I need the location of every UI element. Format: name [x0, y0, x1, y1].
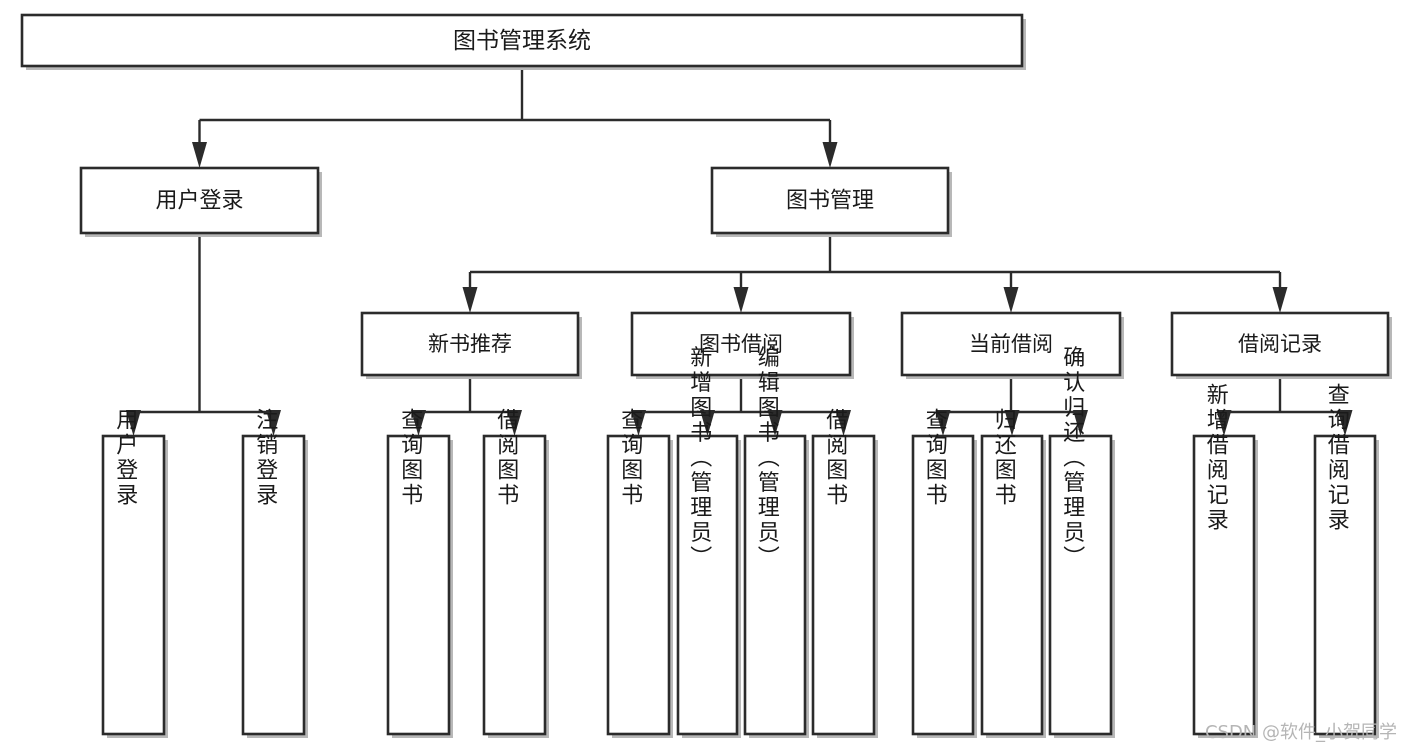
node-box-leaf-borrow-book-1[interactable]: [482, 434, 547, 736]
node-label-leaf-add-record: 新增借阅记录: [1203, 383, 1229, 533]
node-box-book-manage[interactable]: [710, 166, 950, 235]
edge-to-leaf-query-book-3-arrowhead: [935, 410, 951, 436]
node-label-current-borrow: 当前借阅: [969, 332, 1053, 356]
node-leaf-confirm-return[interactable]: 确认归还（管理员）: [1048, 346, 1115, 739]
node-box-leaf-edit-book[interactable]: [743, 434, 807, 736]
edge-to-leaf-return-book-arrowhead: [1004, 410, 1020, 436]
node-new-book-recommend[interactable]: 新书推荐: [360, 311, 582, 379]
node-box-leaf-confirm-return[interactable]: [1048, 434, 1113, 736]
node-box-leaf-query-book-2[interactable]: [606, 434, 671, 736]
node-leaf-edit-book[interactable]: 编辑图书（管理员）: [743, 346, 809, 739]
node-box-root[interactable]: [20, 13, 1024, 68]
nodes-layer: 图书管理系统用户登录图书管理新书推荐图书借阅当前借阅借阅记录用户登录注销登录查询…: [20, 13, 1392, 739]
edge-to-leaf-add-book-arrowhead: [700, 410, 715, 436]
node-label-leaf-query-book-1: 查询图书: [397, 408, 423, 508]
node-label-new-book-recommend: 新书推荐: [428, 332, 512, 356]
node-leaf-borrow-book-1[interactable]: 借阅图书: [482, 408, 549, 738]
node-leaf-borrow-book-2[interactable]: 借阅图书: [811, 408, 878, 738]
node-label-leaf-query-record: 查询借阅记录: [1324, 383, 1350, 533]
node-box-book-borrow[interactable]: [630, 311, 852, 377]
node-box-leaf-query-record[interactable]: [1313, 434, 1377, 736]
edge-to-current-borrow-arrowhead: [1003, 287, 1019, 313]
node-book-borrow[interactable]: 图书借阅: [630, 311, 854, 379]
node-box-leaf-return-book[interactable]: [980, 434, 1044, 736]
node-box-user-login[interactable]: [79, 166, 320, 235]
edge-to-leaf-edit-book-arrowhead: [767, 410, 783, 436]
edge-to-leaf-borrow-book-1-arrowhead: [507, 410, 522, 436]
edge-to-user-login-arrowhead: [192, 142, 207, 168]
node-box-current-borrow[interactable]: [900, 311, 1122, 377]
edge-to-book-borrow-arrowhead: [733, 287, 749, 313]
node-current-borrow[interactable]: 当前借阅: [900, 311, 1124, 379]
node-box-leaf-add-book[interactable]: [676, 434, 739, 736]
node-label-leaf-user-login: 用户登录: [112, 408, 138, 508]
node-label-leaf-edit-book: 编辑图书（管理员）: [754, 346, 780, 571]
node-label-leaf-add-book: 新增图书（管理员）: [686, 346, 712, 571]
edge-to-borrow-record-arrowhead: [1272, 287, 1288, 313]
node-label-book-manage: 图书管理: [786, 189, 874, 214]
node-box-new-book-recommend[interactable]: [360, 311, 580, 377]
node-leaf-return-book[interactable]: 归还图书: [980, 408, 1046, 738]
node-box-leaf-query-book-1[interactable]: [386, 434, 451, 736]
node-box-leaf-logout-login[interactable]: [241, 434, 306, 736]
node-box-leaf-query-book-3[interactable]: [911, 434, 975, 736]
node-box-leaf-user-login[interactable]: [101, 434, 166, 736]
node-leaf-logout-login[interactable]: 注销登录: [241, 408, 308, 738]
edge-to-leaf-logout-login-arrowhead: [266, 410, 281, 436]
edge-to-leaf-confirm-return-arrowhead: [1073, 410, 1088, 436]
node-label-leaf-return-book: 归还图书: [991, 408, 1017, 508]
node-label-leaf-borrow-book-1: 借阅图书: [493, 408, 519, 508]
node-user-login[interactable]: 用户登录: [79, 166, 322, 237]
edge-to-new-book-recommend-arrowhead: [462, 287, 478, 313]
edge-to-leaf-add-record-arrowhead: [1216, 410, 1232, 436]
edge-to-leaf-user-login-arrowhead: [126, 410, 141, 436]
edge-to-leaf-query-book-1-arrowhead: [411, 410, 426, 436]
node-label-user-login: 用户登录: [155, 189, 243, 214]
edge-to-leaf-query-book-2-arrowhead: [631, 410, 646, 436]
node-label-root: 图书管理系统: [453, 28, 591, 54]
edge-to-book-manage-arrowhead: [822, 142, 838, 168]
node-box-borrow-record[interactable]: [1170, 311, 1390, 377]
node-label-leaf-query-book-2: 查询图书: [617, 408, 643, 508]
edge-to-leaf-borrow-book-2-arrowhead: [836, 410, 851, 436]
node-leaf-query-book-1[interactable]: 查询图书: [386, 408, 453, 738]
node-label-leaf-borrow-book-2: 借阅图书: [822, 408, 848, 508]
node-leaf-query-book-3[interactable]: 查询图书: [911, 408, 977, 738]
node-box-leaf-add-record[interactable]: [1192, 434, 1256, 736]
node-box-leaf-borrow-book-2[interactable]: [811, 434, 876, 736]
edge-to-leaf-query-record-arrowhead: [1337, 410, 1353, 436]
node-label-leaf-query-book-3: 查询图书: [922, 408, 948, 508]
node-label-leaf-logout-login: 注销登录: [252, 408, 278, 508]
edges-layer: [126, 66, 1353, 436]
node-borrow-record[interactable]: 借阅记录: [1170, 311, 1392, 379]
node-label-borrow-record: 借阅记录: [1238, 332, 1322, 356]
node-root[interactable]: 图书管理系统: [20, 13, 1026, 70]
node-book-manage[interactable]: 图书管理: [710, 166, 952, 237]
node-leaf-query-book-2[interactable]: 查询图书: [606, 408, 673, 738]
node-leaf-add-record[interactable]: 新增借阅记录: [1192, 383, 1258, 738]
node-label-book-borrow: 图书借阅: [699, 332, 783, 356]
node-leaf-user-login[interactable]: 用户登录: [101, 408, 168, 738]
node-leaf-add-book[interactable]: 新增图书（管理员）: [676, 346, 741, 739]
node-label-leaf-confirm-return: 确认归还（管理员）: [1059, 346, 1085, 571]
node-leaf-query-record[interactable]: 查询借阅记录: [1313, 383, 1379, 738]
